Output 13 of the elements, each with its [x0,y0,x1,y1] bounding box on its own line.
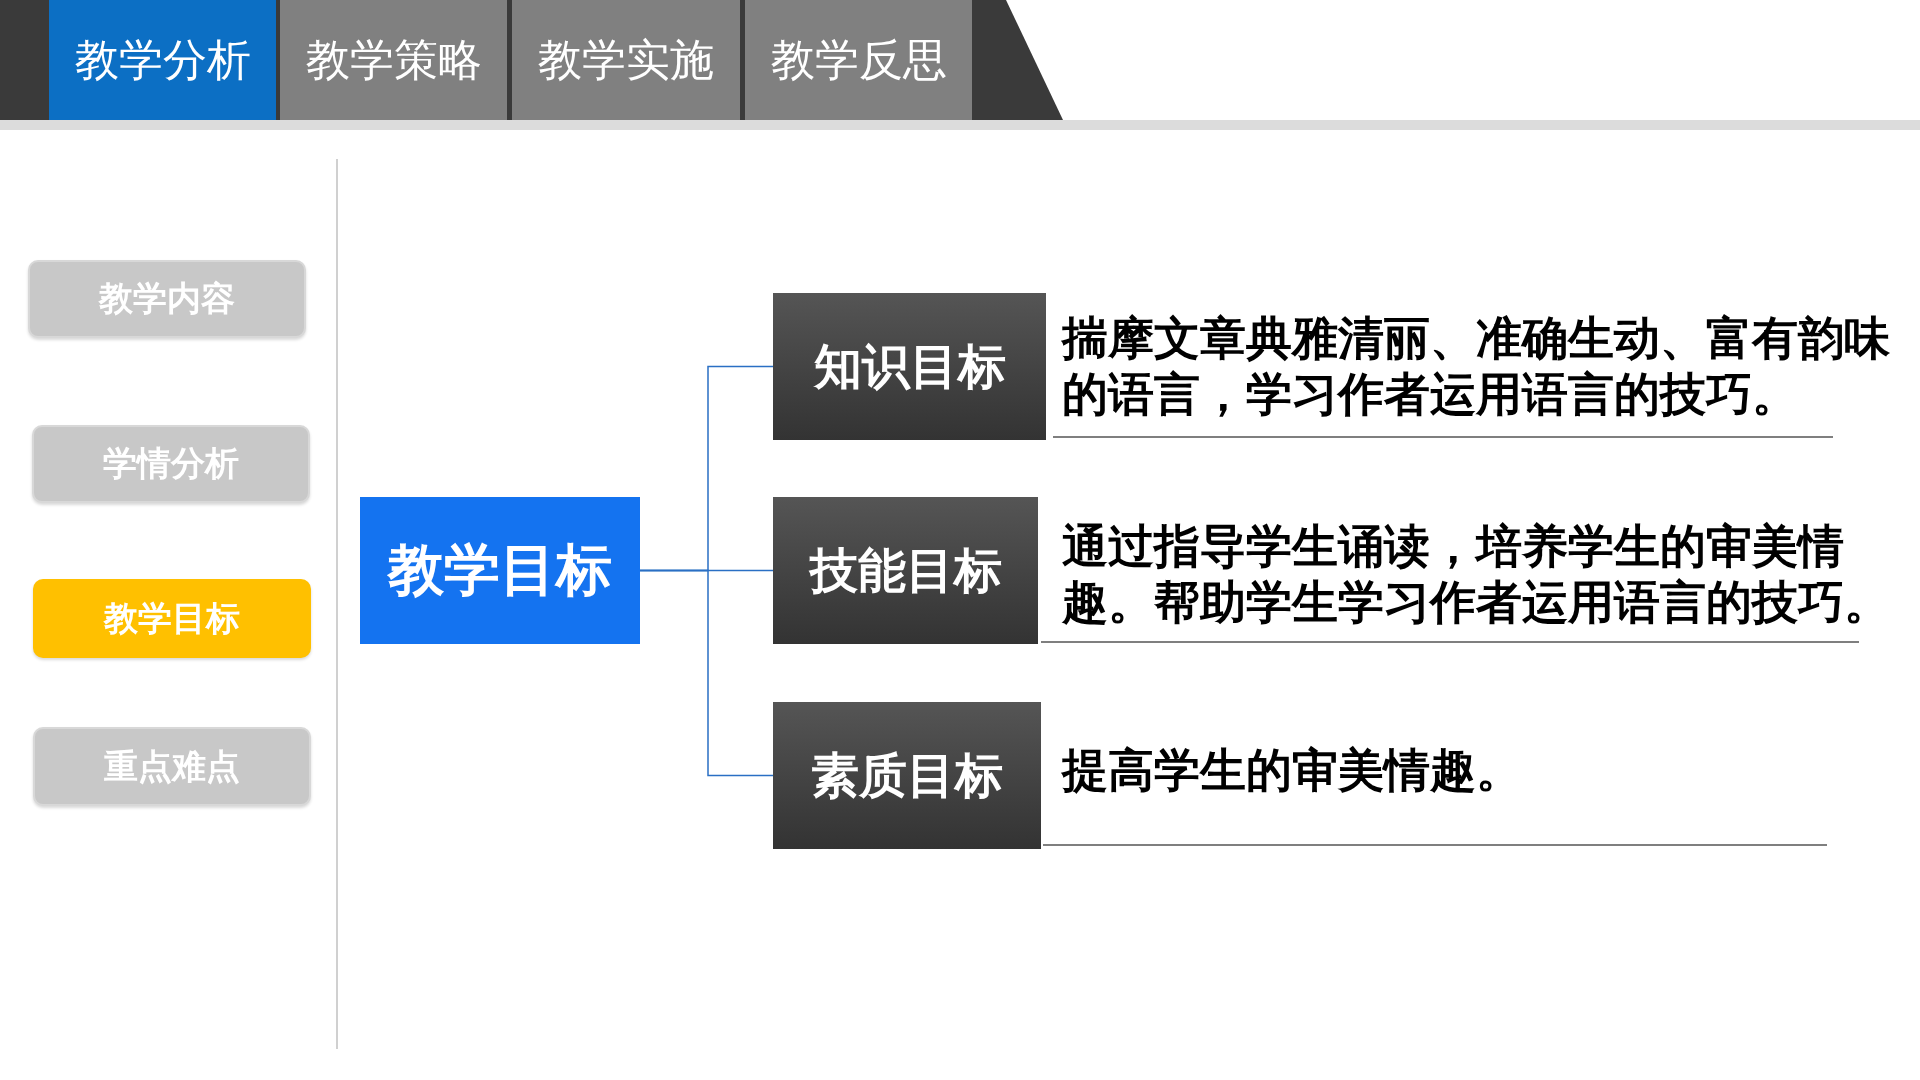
goal-description: 揣摩文章典雅清丽、准确生动、富有韵味的语言，学习作者运用语言的技巧。 [1062,311,1891,422]
tab: 教学实施 [512,0,740,120]
tab: 教学反思 [745,0,972,120]
goal-description: 通过指导学生诵读，培养学生的审美情趣。帮助学生学习作者运用语言的技巧。 [1062,519,1891,630]
goal-description: 提高学生的审美情趣。 [1062,743,1523,798]
goal-box: 知识目标 [773,293,1046,440]
root-box: 教学目标 [360,497,640,644]
connector [639,569,774,777]
tab: 教学分析 [49,0,276,120]
tab: 教学策略 [280,0,507,120]
goal-box: 素质目标 [773,702,1041,849]
menu-button: 教学目标 [33,579,311,658]
goal-box: 技能目标 [773,497,1038,644]
